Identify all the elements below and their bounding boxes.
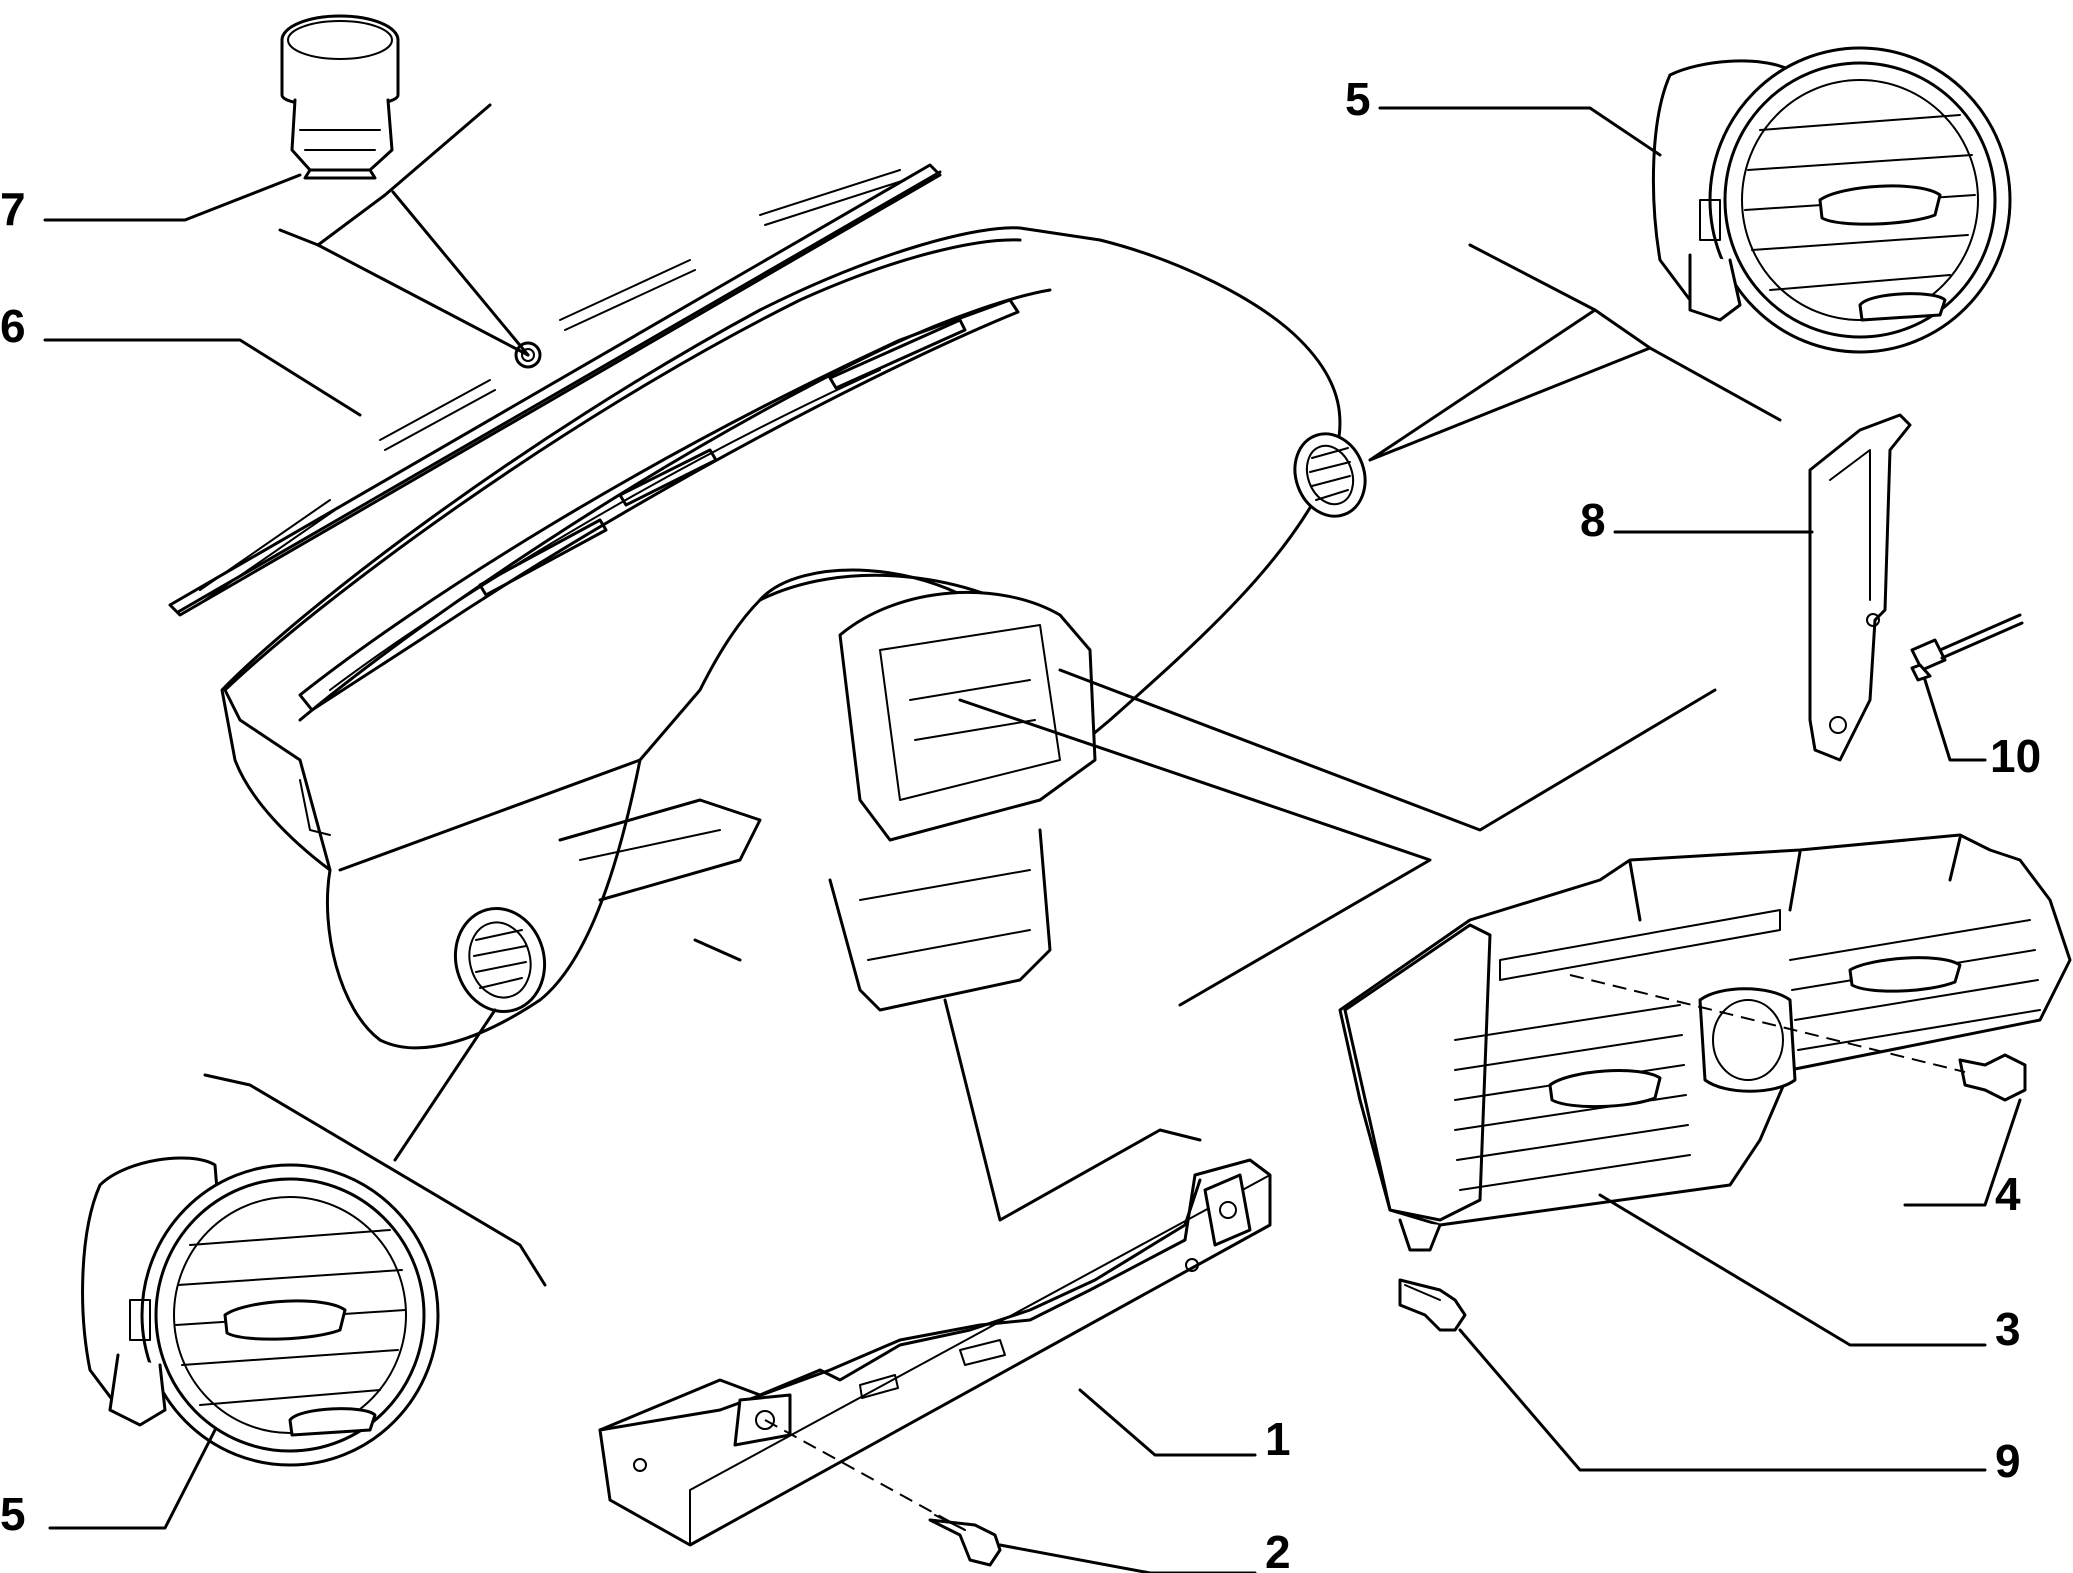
round-air-vent-lower [81,1156,440,1467]
dashboard-panel [220,226,1367,1050]
callout-10: 10 [1990,730,2041,782]
callout-4: 4 [1995,1168,2021,1220]
defrost-grille-strip [168,163,942,617]
retaining-pin [1910,613,2024,682]
callout-5-lower: 5 [0,1488,26,1540]
round-air-vent-upper [1651,46,2012,354]
leader-lines [43,103,2022,1573]
callout-9: 9 [1995,1435,2021,1487]
sensor-knob [280,14,400,180]
callout-2: 2 [1265,1526,1291,1573]
callout-5-upper: 5 [1345,73,1371,125]
callout-6: 6 [0,300,26,352]
callout-7: 7 [0,183,26,235]
lower-support-rail [598,1158,1272,1547]
screw-part-4 [1569,974,2027,1102]
screw-part-9 [1398,1278,1467,1332]
mounting-bracket [1808,413,1912,762]
callout-8: 8 [1580,494,1606,546]
screw-part-2 [764,1419,1002,1567]
callout-3: 3 [1995,1303,2021,1355]
callout-labels: 7 6 5 8 10 4 3 9 1 2 5 [0,73,2041,1573]
center-vent-assembly [1338,833,2072,1252]
callout-1: 1 [1265,1413,1291,1465]
